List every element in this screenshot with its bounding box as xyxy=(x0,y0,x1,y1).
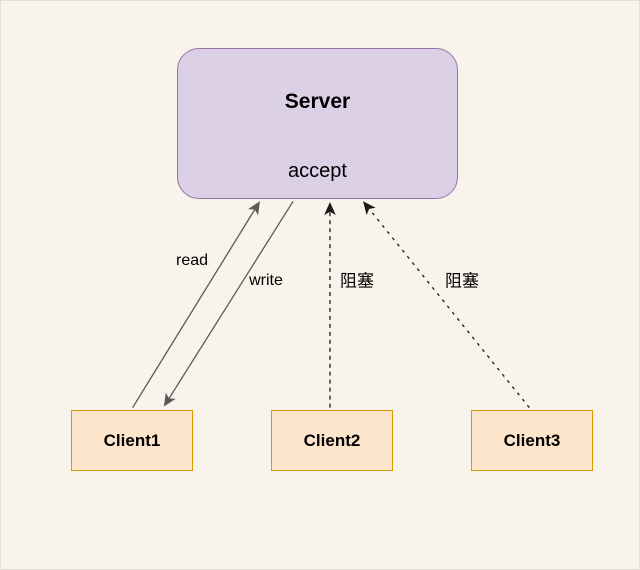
client3-blocking-label: 阻塞 xyxy=(445,271,479,291)
client3-node: Client3 xyxy=(471,410,593,471)
write-arrow xyxy=(163,200,294,407)
server-node: Server accept xyxy=(177,48,458,199)
client1-node: Client1 xyxy=(71,410,193,471)
read-edge-label: read xyxy=(175,252,209,269)
write-edge-label: write xyxy=(249,272,283,289)
client2-blocking-label: 阻塞 xyxy=(340,271,374,291)
client1-label: Client1 xyxy=(103,430,161,450)
client3-block-arrow xyxy=(363,201,530,408)
server-accept-label: accept xyxy=(288,160,347,182)
server-title: Server xyxy=(284,90,351,113)
read-arrow xyxy=(132,201,260,408)
client2-node: Client2 xyxy=(271,410,393,471)
client3-label: Client3 xyxy=(503,430,561,450)
client2-label: Client2 xyxy=(303,430,361,450)
